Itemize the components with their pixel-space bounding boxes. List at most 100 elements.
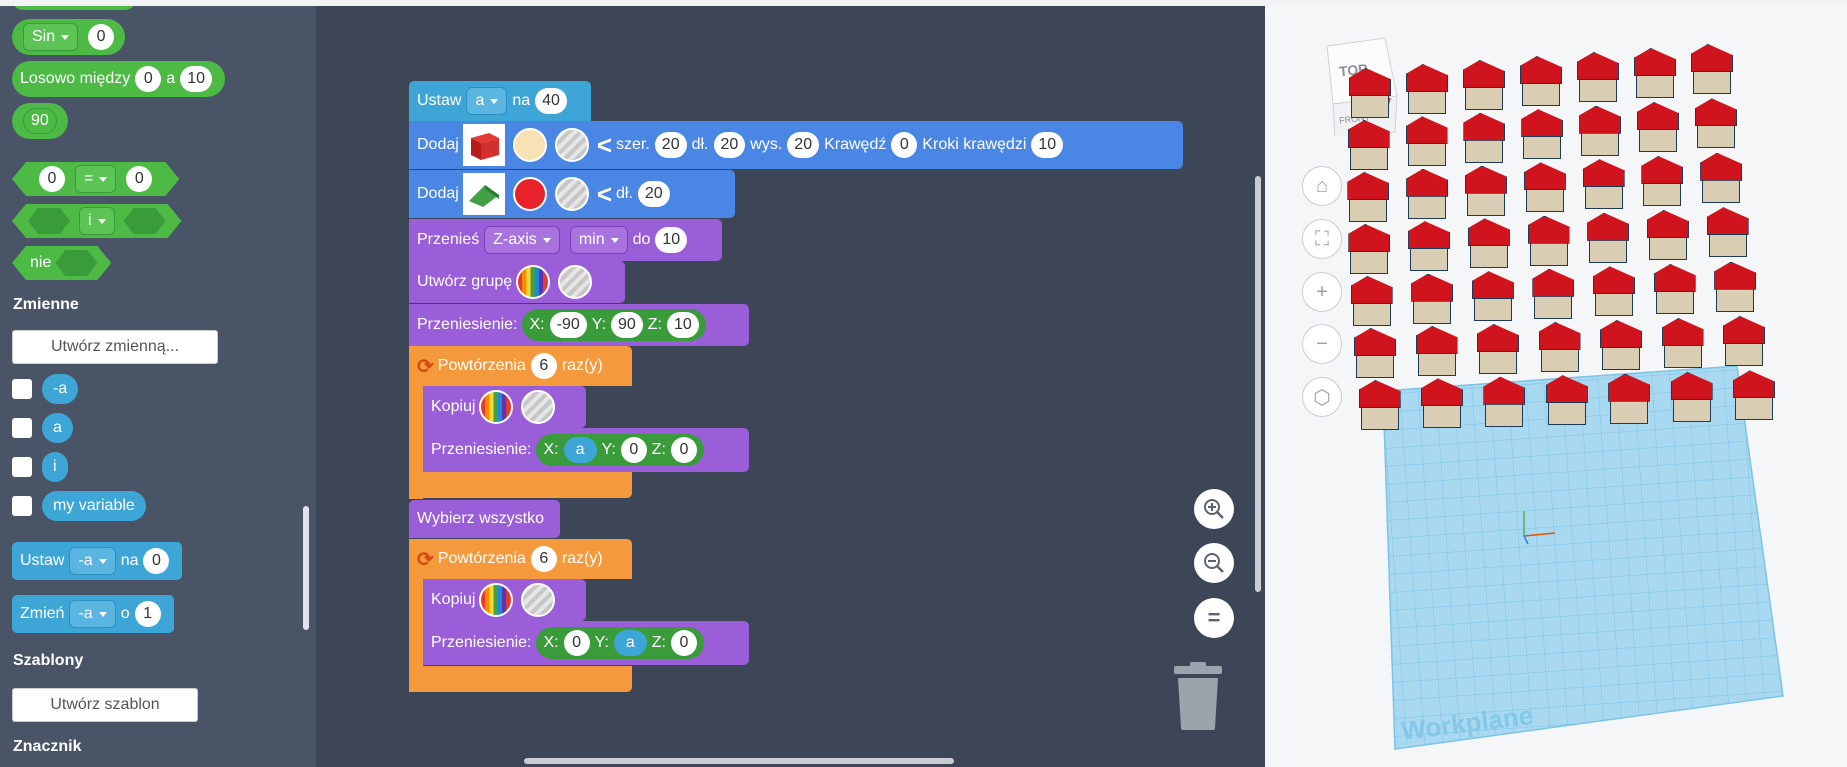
hole-toggle[interactable]	[558, 265, 593, 299]
house-model[interactable]	[1733, 370, 1775, 422]
house-model[interactable]	[1465, 165, 1507, 218]
house-model[interactable]	[1349, 68, 1391, 120]
group-block[interactable]: Utwórz grupę	[409, 261, 625, 303]
add-roof-block[interactable]: Dodaj < dł. 20	[409, 170, 735, 218]
set-block[interactable]: Ustaw a na 40	[409, 81, 591, 121]
variable-checkbox-a[interactable]	[12, 418, 32, 438]
y-input[interactable]: 90	[610, 312, 643, 338]
select-all-block[interactable]: Wybierz wszystko	[409, 500, 560, 538]
change-var-dropdown[interactable]: -a	[69, 600, 116, 628]
hole-toggle[interactable]	[554, 128, 589, 162]
zoom-in-button[interactable]	[1194, 489, 1234, 529]
sin-dropdown[interactable]: Sin	[23, 23, 79, 51]
change-value-input[interactable]: 1	[134, 601, 161, 627]
house-model[interactable]	[1358, 380, 1401, 432]
width-input[interactable]: 20	[654, 132, 687, 158]
house-model[interactable]	[1477, 324, 1519, 376]
logic-op-dropdown[interactable]: i	[79, 207, 115, 235]
house-model[interactable]	[1463, 60, 1505, 112]
house-model[interactable]	[1521, 109, 1564, 161]
set-value-input[interactable]: 40	[535, 88, 567, 114]
house-model[interactable]	[1415, 326, 1458, 378]
add-box-block[interactable]: Dodaj < szer. 20 dł. 20 wys. 20 Krawędź …	[409, 121, 1183, 169]
variable-neg-a[interactable]: -a	[42, 374, 79, 404]
house-model[interactable]	[1545, 375, 1588, 427]
house-model[interactable]	[1520, 56, 1562, 108]
chevron-left-icon[interactable]: <	[596, 178, 612, 209]
palette-random-block[interactable]: Losowo między 0 a 10	[12, 61, 225, 97]
house-model[interactable]	[1634, 48, 1676, 100]
palette-block-partial[interactable]	[12, 6, 136, 10]
x-input[interactable]: 0	[563, 630, 590, 656]
length-input[interactable]: 20	[713, 132, 746, 158]
variable-checkbox-my-variable[interactable]	[12, 496, 32, 516]
repeat-count-input[interactable]: 6	[530, 353, 557, 379]
x-variable-a[interactable]: a	[563, 437, 597, 463]
random-max-input[interactable]: 10	[180, 66, 212, 92]
palette-scrollbar[interactable]	[303, 506, 309, 630]
house-model[interactable]	[1593, 266, 1635, 318]
house-model[interactable]	[1532, 268, 1575, 321]
house-model[interactable]	[1347, 120, 1390, 172]
not-slot[interactable]	[55, 250, 97, 276]
house-model[interactable]	[1641, 156, 1684, 208]
random-min-input[interactable]: 0	[135, 66, 162, 92]
palette-logic-block[interactable]: i	[12, 204, 182, 238]
palette-not-block[interactable]: nie	[12, 246, 111, 280]
roof-shape-thumbnail[interactable]	[462, 173, 505, 215]
number-input[interactable]: 90	[23, 108, 57, 134]
axis-dropdown[interactable]: Z-axis	[484, 226, 560, 254]
move-block[interactable]: Przenieś Z-axis min do 10	[409, 219, 722, 261]
house-model[interactable]	[1421, 378, 1463, 430]
3d-viewer[interactable]: TOP FRONT ⌂ ⛶ + − ⬡ Workplane	[1265, 6, 1847, 767]
house-model[interactable]	[1471, 271, 1514, 323]
house-model[interactable]	[1354, 328, 1396, 380]
house-model[interactable]	[1695, 98, 1737, 150]
palette-number-block[interactable]: 90	[12, 103, 68, 139]
house-model[interactable]	[1483, 376, 1526, 429]
create-template-button[interactable]: Utwórz szablon	[12, 688, 198, 722]
house-model[interactable]	[1653, 264, 1696, 316]
house-model[interactable]	[1723, 316, 1765, 368]
translate-block-2[interactable]: Przeniesienie: X: a Y: 0 Z: 0	[423, 428, 749, 472]
variable-checkbox-neg-a[interactable]	[12, 379, 32, 399]
code-workspace[interactable]: Ustaw a na 40 Dodaj < szer. 20 dł. 20 wy…	[316, 6, 1265, 767]
ortho-view-button[interactable]: ⬡	[1302, 377, 1342, 417]
repeat-count-input[interactable]: 6	[530, 546, 557, 572]
create-variable-button[interactable]: Utwórz zmienną...	[12, 330, 218, 364]
z-input[interactable]: 0	[670, 630, 697, 656]
xyz-vector[interactable]: X: a Y: 0 Z: 0	[535, 434, 704, 466]
chevron-left-icon[interactable]: <	[596, 129, 612, 160]
house-model[interactable]	[1700, 152, 1743, 205]
palette-change-block[interactable]: Zmień -a o 1	[12, 595, 174, 633]
house-model[interactable]	[1661, 318, 1704, 370]
box-shape-thumbnail[interactable]	[462, 124, 505, 166]
logic-left-slot[interactable]	[28, 208, 70, 234]
house-model[interactable]	[1463, 112, 1506, 165]
palette-compare-block[interactable]: 0 = 0	[12, 162, 179, 196]
edge-input[interactable]: 0	[891, 132, 918, 158]
house-model[interactable]	[1637, 102, 1680, 154]
house-model[interactable]	[1408, 221, 1451, 273]
multicolor-swatch[interactable]	[516, 265, 551, 299]
palette-set-block[interactable]: Ustaw -a na 0	[12, 542, 183, 580]
block-palette[interactable]: Sin 0 Losowo między 0 a 10 90 0 = 0 i ni…	[0, 6, 316, 767]
house-model[interactable]	[1411, 273, 1454, 326]
z-input[interactable]: 10	[667, 312, 699, 338]
z-input[interactable]: 0	[670, 437, 697, 463]
zoom-out-button[interactable]	[1194, 543, 1234, 583]
variable-a[interactable]: a	[42, 413, 73, 443]
house-model[interactable]	[1587, 212, 1630, 265]
house-model[interactable]	[1646, 210, 1689, 262]
variable-my-variable[interactable]: my variable	[42, 491, 146, 521]
variable-checkbox-i[interactable]	[12, 457, 32, 477]
workplane[interactable]	[1265, 6, 1847, 767]
color-swatch-cream[interactable]	[512, 128, 547, 162]
workspace-vertical-scrollbar[interactable]	[1255, 176, 1261, 592]
zoom-out-view-button[interactable]: −	[1302, 324, 1342, 364]
home-view-button[interactable]: ⌂	[1302, 166, 1342, 206]
length-input[interactable]: 20	[637, 181, 670, 207]
house-model[interactable]	[1348, 224, 1391, 276]
variable-i[interactable]: i	[42, 452, 68, 482]
house-model[interactable]	[1600, 320, 1642, 372]
